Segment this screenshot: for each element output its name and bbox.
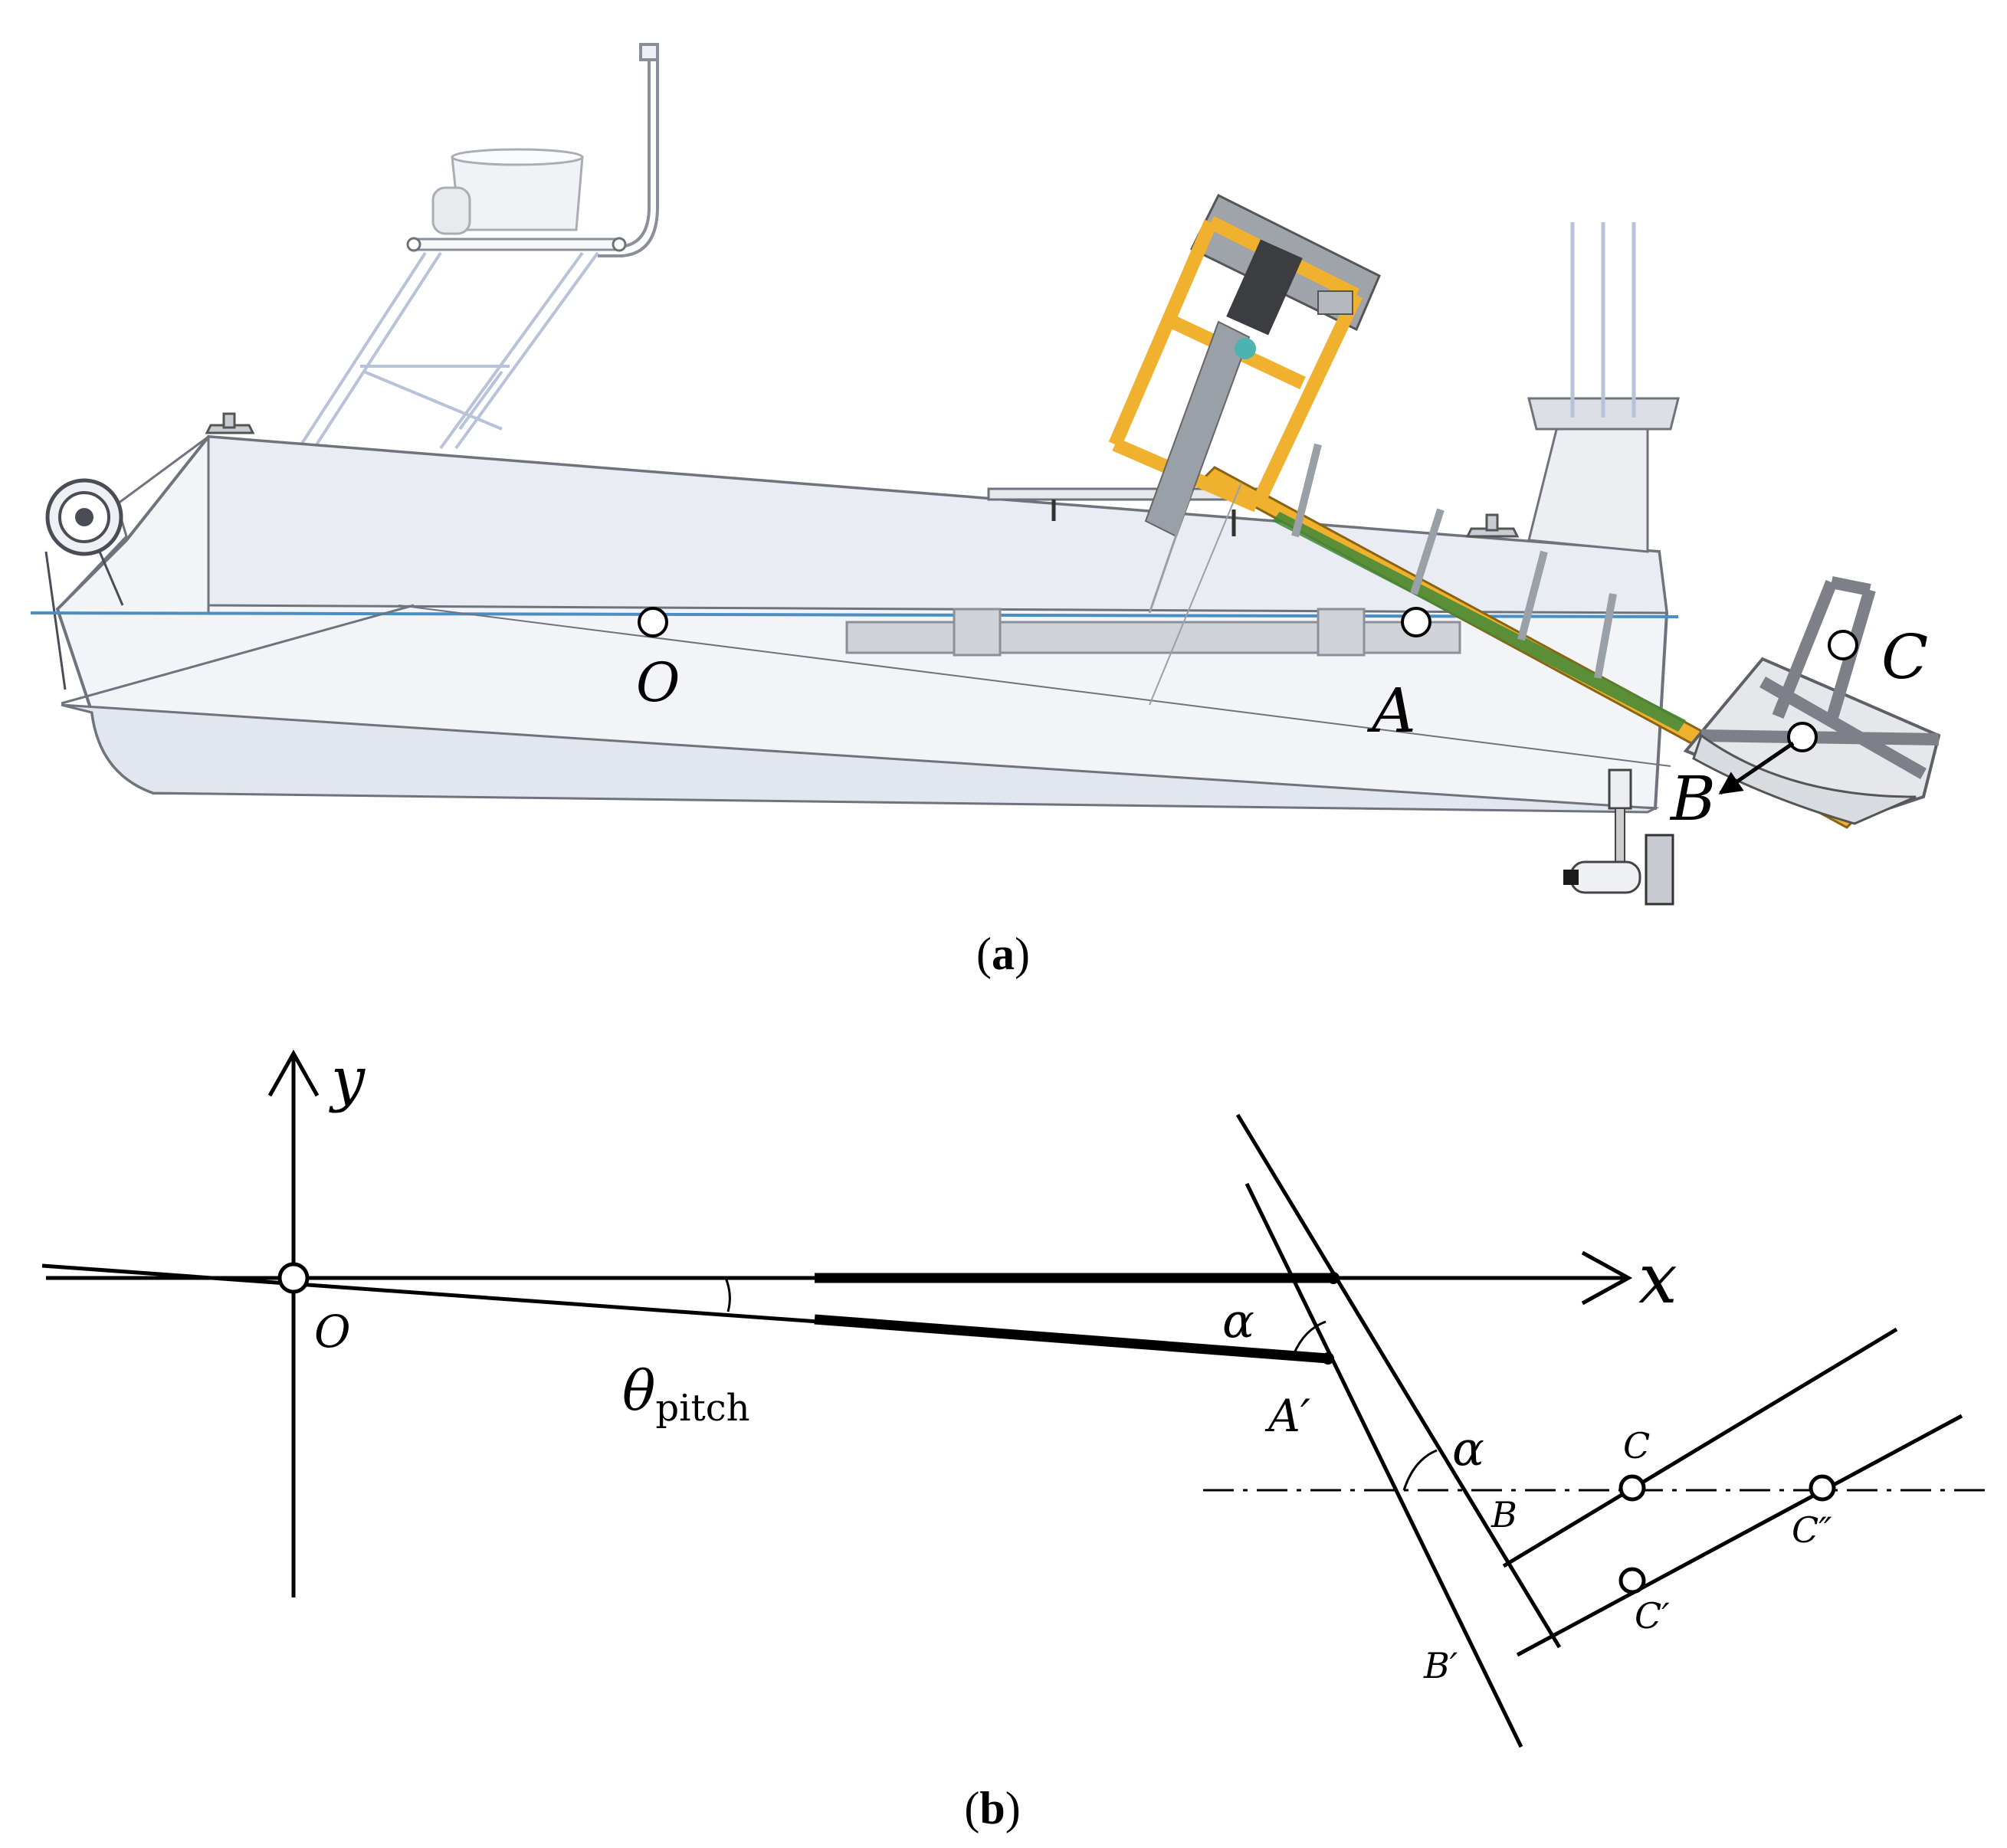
label-a-O: O — [636, 651, 680, 714]
whip-antennas — [1570, 222, 1636, 418]
winch-drum — [44, 478, 124, 690]
label-a-B: B — [1669, 763, 1716, 834]
point-C-double-prime-marker — [1809, 1474, 1836, 1502]
label-b-B: B — [1490, 1494, 1517, 1535]
label-b-x: x — [1638, 1239, 1677, 1319]
point-C-prime-marker — [1618, 1567, 1646, 1594]
panel-a-boat-illustration: O A C B — [30, 43, 1941, 906]
label-b-y: y — [329, 1045, 366, 1114]
label-a-C: C — [1881, 621, 1928, 693]
ramp-line-upper — [1235, 1113, 1562, 1649]
point-C-marker-b — [1618, 1474, 1646, 1502]
stern-superstructure — [1527, 397, 1680, 553]
label-C-double-prime: C″ — [1792, 1509, 1832, 1551]
keel-line — [61, 604, 415, 705]
alpha-arc-upper — [1292, 1320, 1327, 1355]
label-a-A: A — [1366, 675, 1416, 746]
y-axis-arrowhead — [267, 1049, 320, 1097]
cleat-front — [205, 412, 255, 434]
point-A-marker — [1401, 607, 1431, 637]
outboard-motor — [1149, 482, 1674, 906]
panel-b-schematic — [41, 1049, 1992, 1748]
theta-pitch-arc — [724, 1277, 731, 1312]
caption-b: (b) — [964, 1783, 1020, 1833]
label-theta-pitch: θpitch — [622, 1358, 750, 1430]
caption-a: (a) — [976, 929, 1030, 979]
ramp-line-lower — [1245, 1182, 1523, 1748]
point-C-marker — [1828, 630, 1858, 660]
arm-line-BC — [1502, 1327, 1898, 1568]
point-O-marker — [638, 607, 668, 637]
label-A-prime: A′ — [1264, 1390, 1310, 1442]
alpha-arc-lower — [1402, 1449, 1438, 1491]
conveyor-ramp — [1201, 443, 1861, 829]
x-axis-arrowhead — [1581, 1250, 1633, 1306]
antenna-mast — [598, 43, 659, 257]
radar-dome — [406, 148, 627, 252]
point-B-marker — [1787, 722, 1818, 752]
label-B-prime: B′ — [1423, 1645, 1458, 1686]
label-b-C: C — [1623, 1425, 1650, 1466]
cleat-rear — [1465, 513, 1520, 538]
label-alpha-upper: α — [1222, 1293, 1254, 1348]
thick-segment-pitched — [814, 1314, 1329, 1364]
label-b-O: O — [314, 1306, 351, 1358]
inner-hull-line — [398, 605, 1671, 767]
ballast-tank — [845, 608, 1461, 657]
collecting-basket — [1683, 576, 1941, 825]
radar-tower — [297, 251, 599, 450]
arm-line-BprimeCprime — [1516, 1414, 1963, 1657]
lifting-frame — [1108, 193, 1381, 614]
origin-marker — [277, 1262, 310, 1294]
label-C-prime: C′ — [1635, 1595, 1670, 1637]
label-alpha-lower: α — [1452, 1420, 1484, 1476]
B-direction-arrow — [1718, 741, 1795, 795]
